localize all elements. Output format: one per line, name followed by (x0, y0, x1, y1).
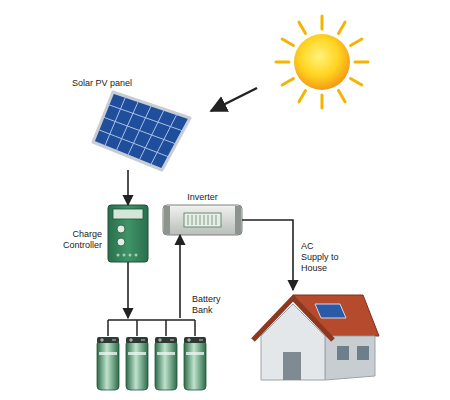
charge-controller-node: Charge Controller (108, 205, 148, 262)
inverter-cap (164, 206, 170, 234)
sun (294, 34, 350, 90)
component-label: Inverter (163, 192, 242, 203)
inverter-body (163, 205, 242, 235)
power-flow-arrow (127, 170, 129, 205)
house-node: AC Supply to House (245, 290, 380, 382)
controller-button (117, 225, 125, 233)
sun-rays (276, 16, 368, 108)
batteries (97, 320, 206, 390)
power-flow-arrow (127, 262, 129, 318)
inverter-window-lines (188, 215, 216, 225)
battery-bus (108, 319, 195, 321)
power-flow-arrow (179, 235, 181, 318)
component-label: Battery Bank (192, 294, 234, 316)
controller-button (117, 238, 125, 246)
controller-leds (117, 254, 138, 257)
component-label: AC Supply to House (301, 241, 343, 274)
component-label: Charge Controller (42, 229, 102, 251)
sunlight-arrow (211, 88, 257, 111)
battery-bank-node: Battery Bank (95, 318, 212, 394)
inverter-cap (235, 206, 241, 234)
charge-controller-body (108, 205, 148, 262)
controller-screen (113, 209, 143, 219)
power-flow-arrow (242, 220, 293, 290)
inverter-window (184, 213, 221, 227)
solar-panel-node: Solar PV panel (93, 92, 190, 170)
house (253, 295, 379, 380)
component-label: Solar PV panel (72, 78, 132, 89)
solar-panel (93, 92, 190, 170)
inverter-node: Inverter (163, 205, 242, 235)
panel-cells (98, 96, 183, 165)
